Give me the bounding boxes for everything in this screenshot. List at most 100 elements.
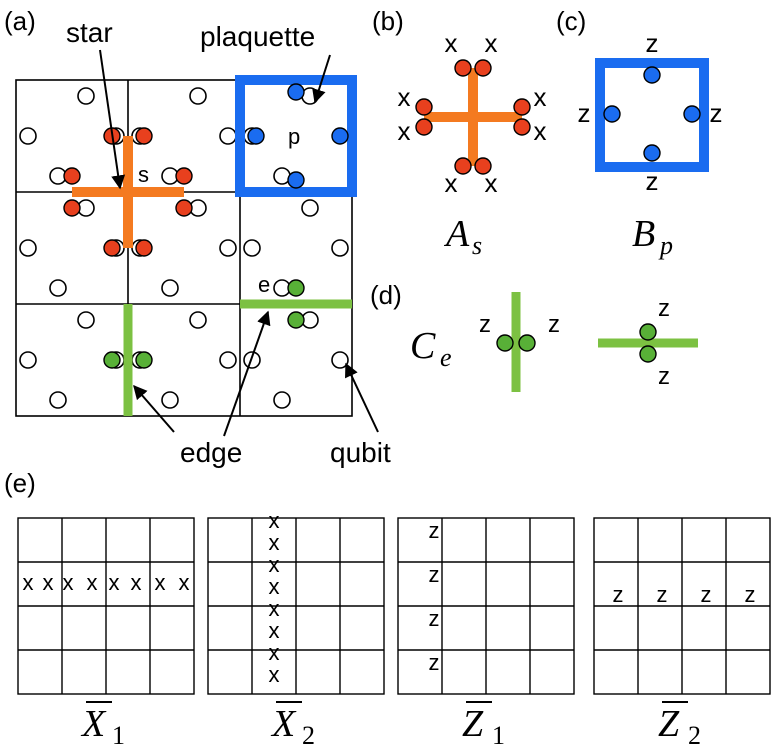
as-operator-letter: x bbox=[398, 116, 411, 146]
logical-operator-subscript: 2 bbox=[688, 721, 701, 747]
as-subscript: s bbox=[472, 231, 482, 260]
qubit bbox=[189, 87, 207, 105]
star-qubit bbox=[63, 167, 81, 185]
logical-operator-letter: x bbox=[269, 574, 280, 599]
logical-operator-letter: x bbox=[87, 570, 98, 595]
qubit bbox=[301, 199, 319, 217]
ce-operator-letter: z bbox=[658, 363, 670, 390]
ce-qubit bbox=[639, 323, 657, 341]
logical-operator-symbol: Z bbox=[658, 703, 680, 745]
bp-qubit bbox=[643, 144, 661, 162]
bp-subscript: p bbox=[658, 231, 673, 260]
star-marker: s bbox=[138, 162, 149, 187]
logical-operator-letter: x bbox=[269, 618, 280, 643]
star-qubits bbox=[63, 127, 193, 257]
qubit bbox=[19, 239, 37, 257]
star-qubit bbox=[135, 127, 153, 145]
bp-qubits bbox=[603, 66, 701, 162]
bp-operator-letter: z bbox=[710, 98, 723, 128]
qubit bbox=[331, 239, 349, 257]
as-qubit bbox=[415, 118, 433, 136]
plaquette-qubit bbox=[247, 127, 265, 145]
as-operator-letter: x bbox=[485, 28, 498, 58]
logical-operator-letter: x bbox=[269, 640, 280, 665]
qubit bbox=[77, 87, 95, 105]
logical-operator-letter: x bbox=[269, 552, 280, 577]
logical-operator-letter: x bbox=[43, 570, 54, 595]
ce-qubit bbox=[496, 334, 514, 352]
bp-operator-letter: z bbox=[646, 28, 659, 58]
qubit bbox=[189, 311, 207, 329]
logical-operator-letter: x bbox=[131, 570, 142, 595]
logical-operator-letter: z bbox=[429, 518, 440, 543]
logical-operator-subscript: 1 bbox=[492, 721, 505, 747]
as-qubit bbox=[415, 98, 433, 116]
qubit bbox=[243, 239, 261, 257]
ce-qubit bbox=[639, 345, 657, 363]
bp-square bbox=[595, 58, 709, 172]
ce-operator-letter: z bbox=[479, 311, 491, 338]
logical-operator-letter: x bbox=[269, 508, 280, 533]
edge-qubits bbox=[103, 279, 305, 369]
edge-qubit bbox=[103, 351, 121, 369]
as-operator-letter: x bbox=[534, 82, 547, 112]
logical-operator-letter: x bbox=[63, 570, 74, 595]
ce-symbol: C bbox=[410, 325, 436, 367]
logical-operator-subscript: 2 bbox=[302, 721, 315, 747]
star-callout: star bbox=[66, 17, 113, 48]
plaquette-callout-arrow bbox=[312, 54, 331, 104]
as-qubit bbox=[454, 59, 472, 77]
logical-operator-letter: z bbox=[613, 582, 624, 607]
panel-b-label: (b) bbox=[372, 6, 404, 36]
panel-a: (a) s p e bbox=[4, 6, 391, 468]
logical-operator-symbol: X bbox=[270, 703, 297, 745]
panel-a-label: (a) bbox=[4, 6, 36, 36]
panel-e-label: (e) bbox=[4, 468, 36, 498]
qubit bbox=[161, 279, 179, 297]
qubit bbox=[19, 127, 37, 145]
logical-operator-letter: x bbox=[269, 530, 280, 555]
star-qubit bbox=[63, 199, 81, 217]
panel-d-label: (d) bbox=[370, 280, 402, 310]
star-qubit bbox=[175, 167, 193, 185]
bp-symbol: B bbox=[632, 213, 655, 255]
qubit bbox=[19, 351, 37, 369]
star-operator: s bbox=[63, 127, 193, 257]
as-operator-letter: x bbox=[398, 82, 411, 112]
edge-callout-arrow-left bbox=[133, 384, 175, 433]
logical-operator-letter: z bbox=[429, 650, 440, 675]
edge-qubit bbox=[287, 311, 305, 329]
panel-c-label: (c) bbox=[556, 6, 586, 36]
logical-operator-letter: x bbox=[179, 570, 190, 595]
qubit bbox=[49, 391, 67, 409]
logical-operator-letter: x bbox=[23, 570, 34, 595]
logical-operator-letter: z bbox=[429, 606, 440, 631]
logical-operator-letter: z bbox=[745, 582, 756, 607]
logical-operator-symbol: Z bbox=[462, 703, 484, 745]
ce-operator-letter: z bbox=[658, 295, 670, 322]
plaquette-qubit bbox=[287, 83, 305, 101]
qubit bbox=[161, 391, 179, 409]
logical-operator-letter: z bbox=[701, 582, 712, 607]
plaquette-square bbox=[235, 75, 357, 197]
as-symbol: A bbox=[443, 213, 470, 255]
qubit bbox=[219, 351, 237, 369]
bp-operator-letter: z bbox=[646, 166, 659, 196]
logical-operator-subscript: 1 bbox=[112, 721, 125, 747]
qubit bbox=[49, 279, 67, 297]
as-operator-letter: x bbox=[534, 116, 547, 146]
as-operator-letter: x bbox=[445, 28, 458, 58]
edge-callout-arrow-right bbox=[223, 310, 271, 437]
plaquette-marker: p bbox=[288, 124, 300, 149]
plaquette-qubits bbox=[247, 83, 349, 189]
